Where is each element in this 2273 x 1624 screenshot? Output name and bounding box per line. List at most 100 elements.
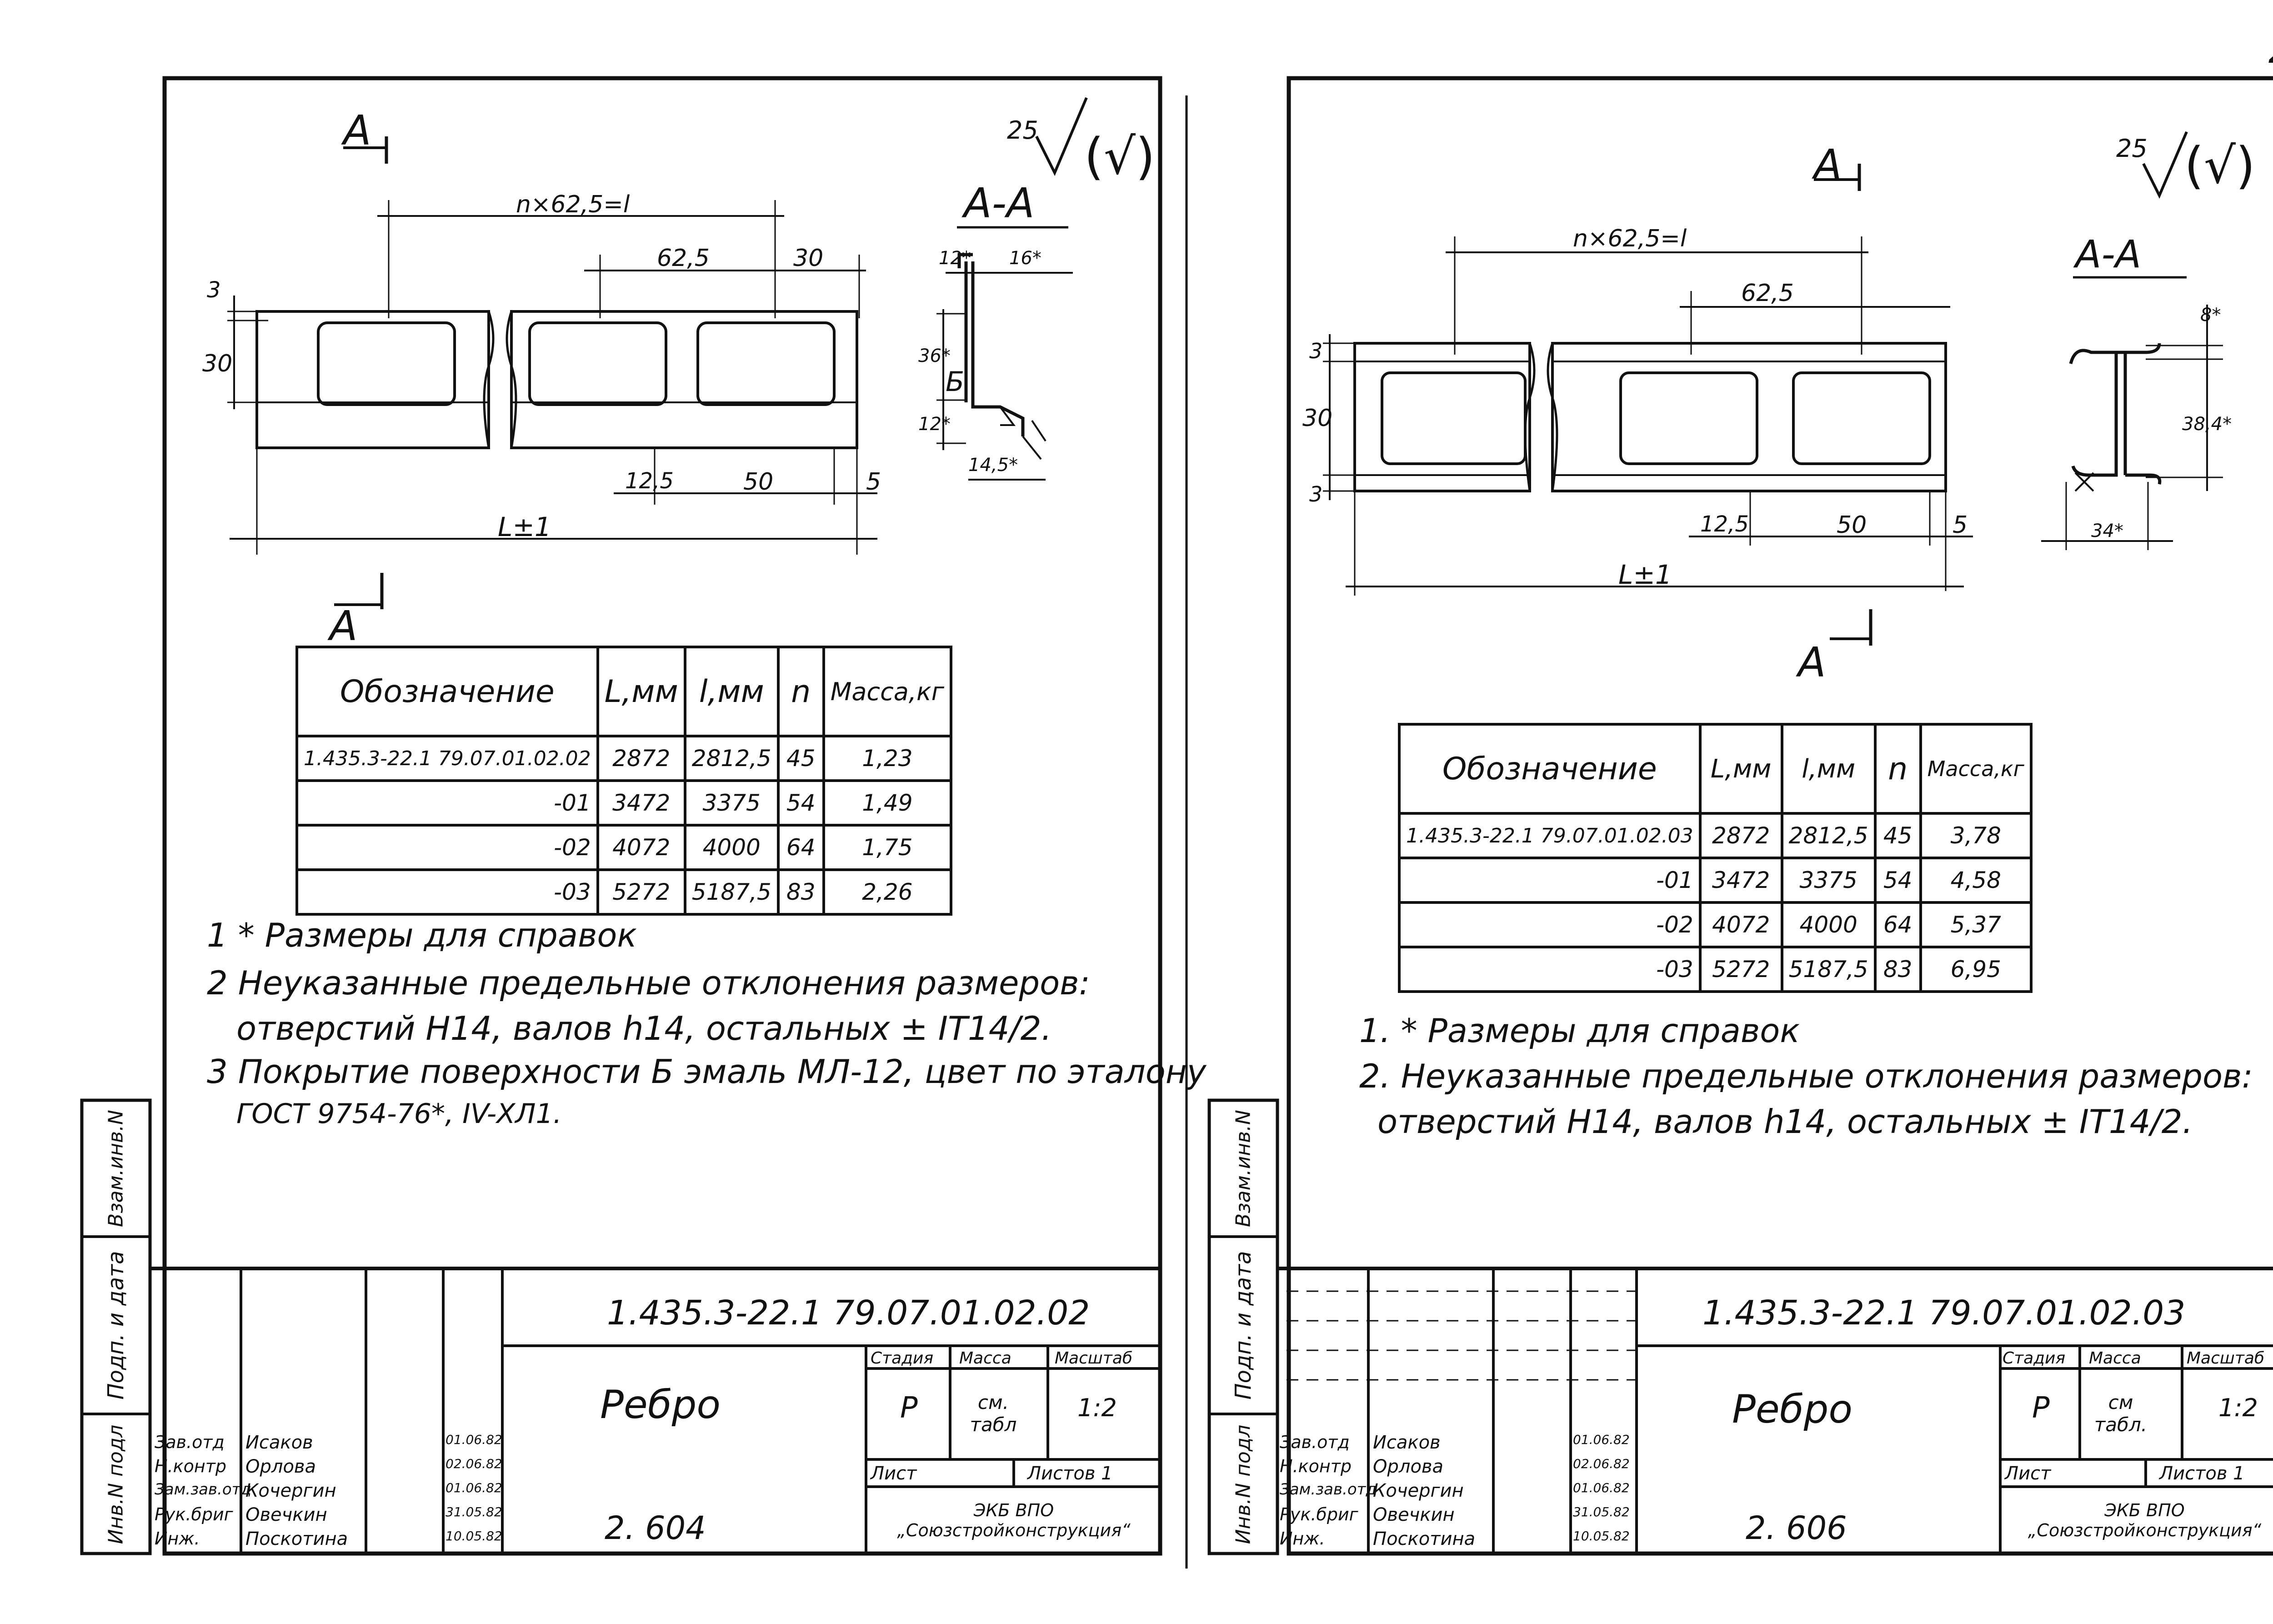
left-side-label-replace: Взам.инв.N	[104, 1110, 128, 1227]
right-dim-50: 50	[1837, 511, 1867, 539]
col-designation: Обозначение	[295, 646, 599, 737]
col-l: l,мм	[1780, 723, 1877, 815]
left-date-3: 01.06.82	[446, 1480, 502, 1495]
left-part-name: Ребро	[600, 1382, 721, 1428]
right-note-2: 2. Неуказанные предельные отклонения раз…	[1359, 1057, 2253, 1095]
left-note-1: 1 * Размеры для справок	[207, 916, 637, 954]
left-sec-dim-12b: 12*	[918, 414, 951, 435]
right-date-3: 01.06.82	[1573, 1480, 1630, 1495]
right-role-3: Зам.зав.отд	[1280, 1480, 1377, 1499]
right-sec-dim-8: 8*	[2200, 305, 2221, 326]
left-date-4: 31.05.82	[446, 1504, 502, 1519]
left-sec-dim-36: 36*	[918, 346, 951, 366]
right-date-1: 01.06.82	[1573, 1432, 1630, 1447]
left-dim-height-30: 30	[202, 350, 233, 377]
left-dim-30: 30	[793, 245, 824, 272]
page-number: 28	[2268, 27, 2273, 72]
col-L: L,мм	[1698, 723, 1783, 815]
left-sec-dim-12: 12*	[939, 248, 971, 269]
left-section-title: A-A	[964, 180, 1035, 227]
left-side-label-sign: Подп. и дата	[103, 1251, 129, 1400]
table-header-row: Обозначение L,мм l,мм n Масса,кг	[295, 646, 953, 737]
left-mass-header: Масса	[959, 1349, 1011, 1368]
right-side-label-replace: Взам.инв.N	[1232, 1110, 1255, 1227]
right-dim-3b: 3	[1309, 482, 1323, 506]
table-header-row: Обозначение L,мм l,мм n Масса,кг	[1398, 723, 2033, 815]
left-date-5: 10.05.82	[446, 1529, 502, 1544]
right-dim-62-5: 62,5	[1741, 280, 1794, 307]
table-row: 1.435.3-22.1 79.07.01.02.02 2872 2812,5 …	[295, 735, 953, 782]
left-drawing-number: 2. 604	[605, 1509, 706, 1547]
right-date-5: 10.05.82	[1573, 1529, 1630, 1544]
right-role-2: Н.контр	[1280, 1456, 1352, 1476]
left-dim-62-5: 62,5	[657, 245, 710, 272]
right-mass-header: Масса	[2089, 1349, 2141, 1368]
right-scale-value: 1:2	[2218, 1393, 2258, 1422]
right-sec-dim-34: 34*	[2091, 521, 2123, 541]
right-role-5: Инж.	[1280, 1529, 1325, 1549]
right-side-label-inv: Инв.N подл	[1232, 1424, 1255, 1544]
left-role-4: Рук.бриг	[155, 1504, 233, 1524]
table-row: -03 5272 5187,5 83 2,26	[295, 868, 953, 916]
right-role-4: Рук.бриг	[1280, 1504, 1358, 1524]
left-note-2: 2 Неуказанные предельные отклонения разм…	[207, 964, 1090, 1002]
right-name-5: Поскотина	[1373, 1529, 1476, 1549]
left-note-3b: ГОСТ 9754-76*, IV-ХЛ1.	[236, 1098, 562, 1130]
left-stage-value: Р	[900, 1391, 918, 1425]
table-row: 1.435.3-22.1 79.07.01.02.03 2872 2812,5 …	[1398, 812, 2033, 859]
col-mass: Масса,кг	[1919, 723, 2033, 815]
left-roughness-paren: (√)	[1084, 127, 1155, 185]
left-role-5: Инж.	[155, 1529, 200, 1549]
right-note-2b: отверстий H14, валов h14, остальных ± IT…	[1377, 1103, 2193, 1141]
col-L: L,мм	[596, 646, 686, 737]
right-name-2: Орлова	[1373, 1456, 1443, 1477]
left-mass-value: см. табл	[970, 1391, 1017, 1436]
right-sheets-label: Листов 1	[2159, 1463, 2245, 1484]
left-stage-header: Стадия	[871, 1349, 934, 1368]
left-note-3: 3 Покрытие поверхности Б эмаль МЛ-12, цв…	[207, 1053, 1207, 1091]
right-dim-5: 5	[1953, 511, 1968, 539]
left-scale-header: Масштаб	[1055, 1349, 1133, 1368]
right-dim-12-5: 12,5	[1700, 511, 1749, 537]
right-date-2: 02.06.82	[1573, 1456, 1630, 1471]
left-side-label-inv: Инв.N подл	[104, 1424, 128, 1544]
table-row: -02 4072 4000 64 5,37	[1398, 901, 2033, 948]
left-name-3: Кочергин	[245, 1480, 336, 1501]
left-dim-12-5: 12,5	[625, 468, 674, 494]
col-n: n	[776, 646, 825, 737]
left-surface-label: Б	[946, 366, 965, 398]
left-name-1: Исаков	[245, 1432, 313, 1453]
right-roughness-value: 25	[2116, 134, 2148, 163]
right-scale-header: Масштаб	[2187, 1349, 2265, 1368]
left-org-name: ЭКБ ВПО „Союзстройконструкция“	[897, 1500, 1131, 1540]
left-name-4: Овечкин	[245, 1504, 327, 1525]
right-stage-header: Стадия	[2003, 1349, 2066, 1368]
right-section-marker-bottom: A	[1798, 639, 1826, 687]
left-dim-pitch: n×62,5=l	[516, 191, 630, 218]
right-role-1: Зав.отд	[1280, 1432, 1350, 1452]
left-spec-table: Обозначение L,мм l,мм n Масса,кг 1.435.3…	[295, 646, 953, 916]
left-sheet-label: Лист	[871, 1463, 917, 1484]
left-role-2: Н.контр	[155, 1456, 226, 1476]
left-scale-value: 1:2	[1077, 1393, 1117, 1422]
col-n: n	[1873, 723, 1922, 815]
col-mass: Масса,кг	[822, 646, 953, 737]
right-stage-value: Р	[2032, 1391, 2050, 1425]
right-dim-height-30: 30	[1302, 405, 1333, 432]
left-name-2: Орлова	[245, 1456, 316, 1477]
left-dim-3: 3	[207, 277, 221, 303]
right-roughness-paren: (√)	[2184, 136, 2255, 195]
left-sheets-label: Листов 1	[1027, 1463, 1113, 1484]
left-sec-dim-16: 16*	[1009, 248, 1041, 269]
table-row: -01 3472 3375 54 1,49	[295, 779, 953, 827]
right-org-name: ЭКБ ВПО „Союзстройконструкция“	[2028, 1500, 2262, 1540]
col-l: l,мм	[683, 646, 780, 737]
right-dim-pitch: n×62,5=l	[1573, 225, 1687, 252]
right-part-name: Ребро	[1732, 1387, 1853, 1432]
table-row: -02 4072 4000 64 1,75	[295, 824, 953, 871]
left-roughness-value: 25	[1007, 116, 1038, 145]
right-name-4: Овечкин	[1373, 1504, 1455, 1525]
right-mass-value: см табл.	[2094, 1391, 2148, 1436]
table-row: -01 3472 3375 54 4,58	[1398, 857, 2033, 904]
